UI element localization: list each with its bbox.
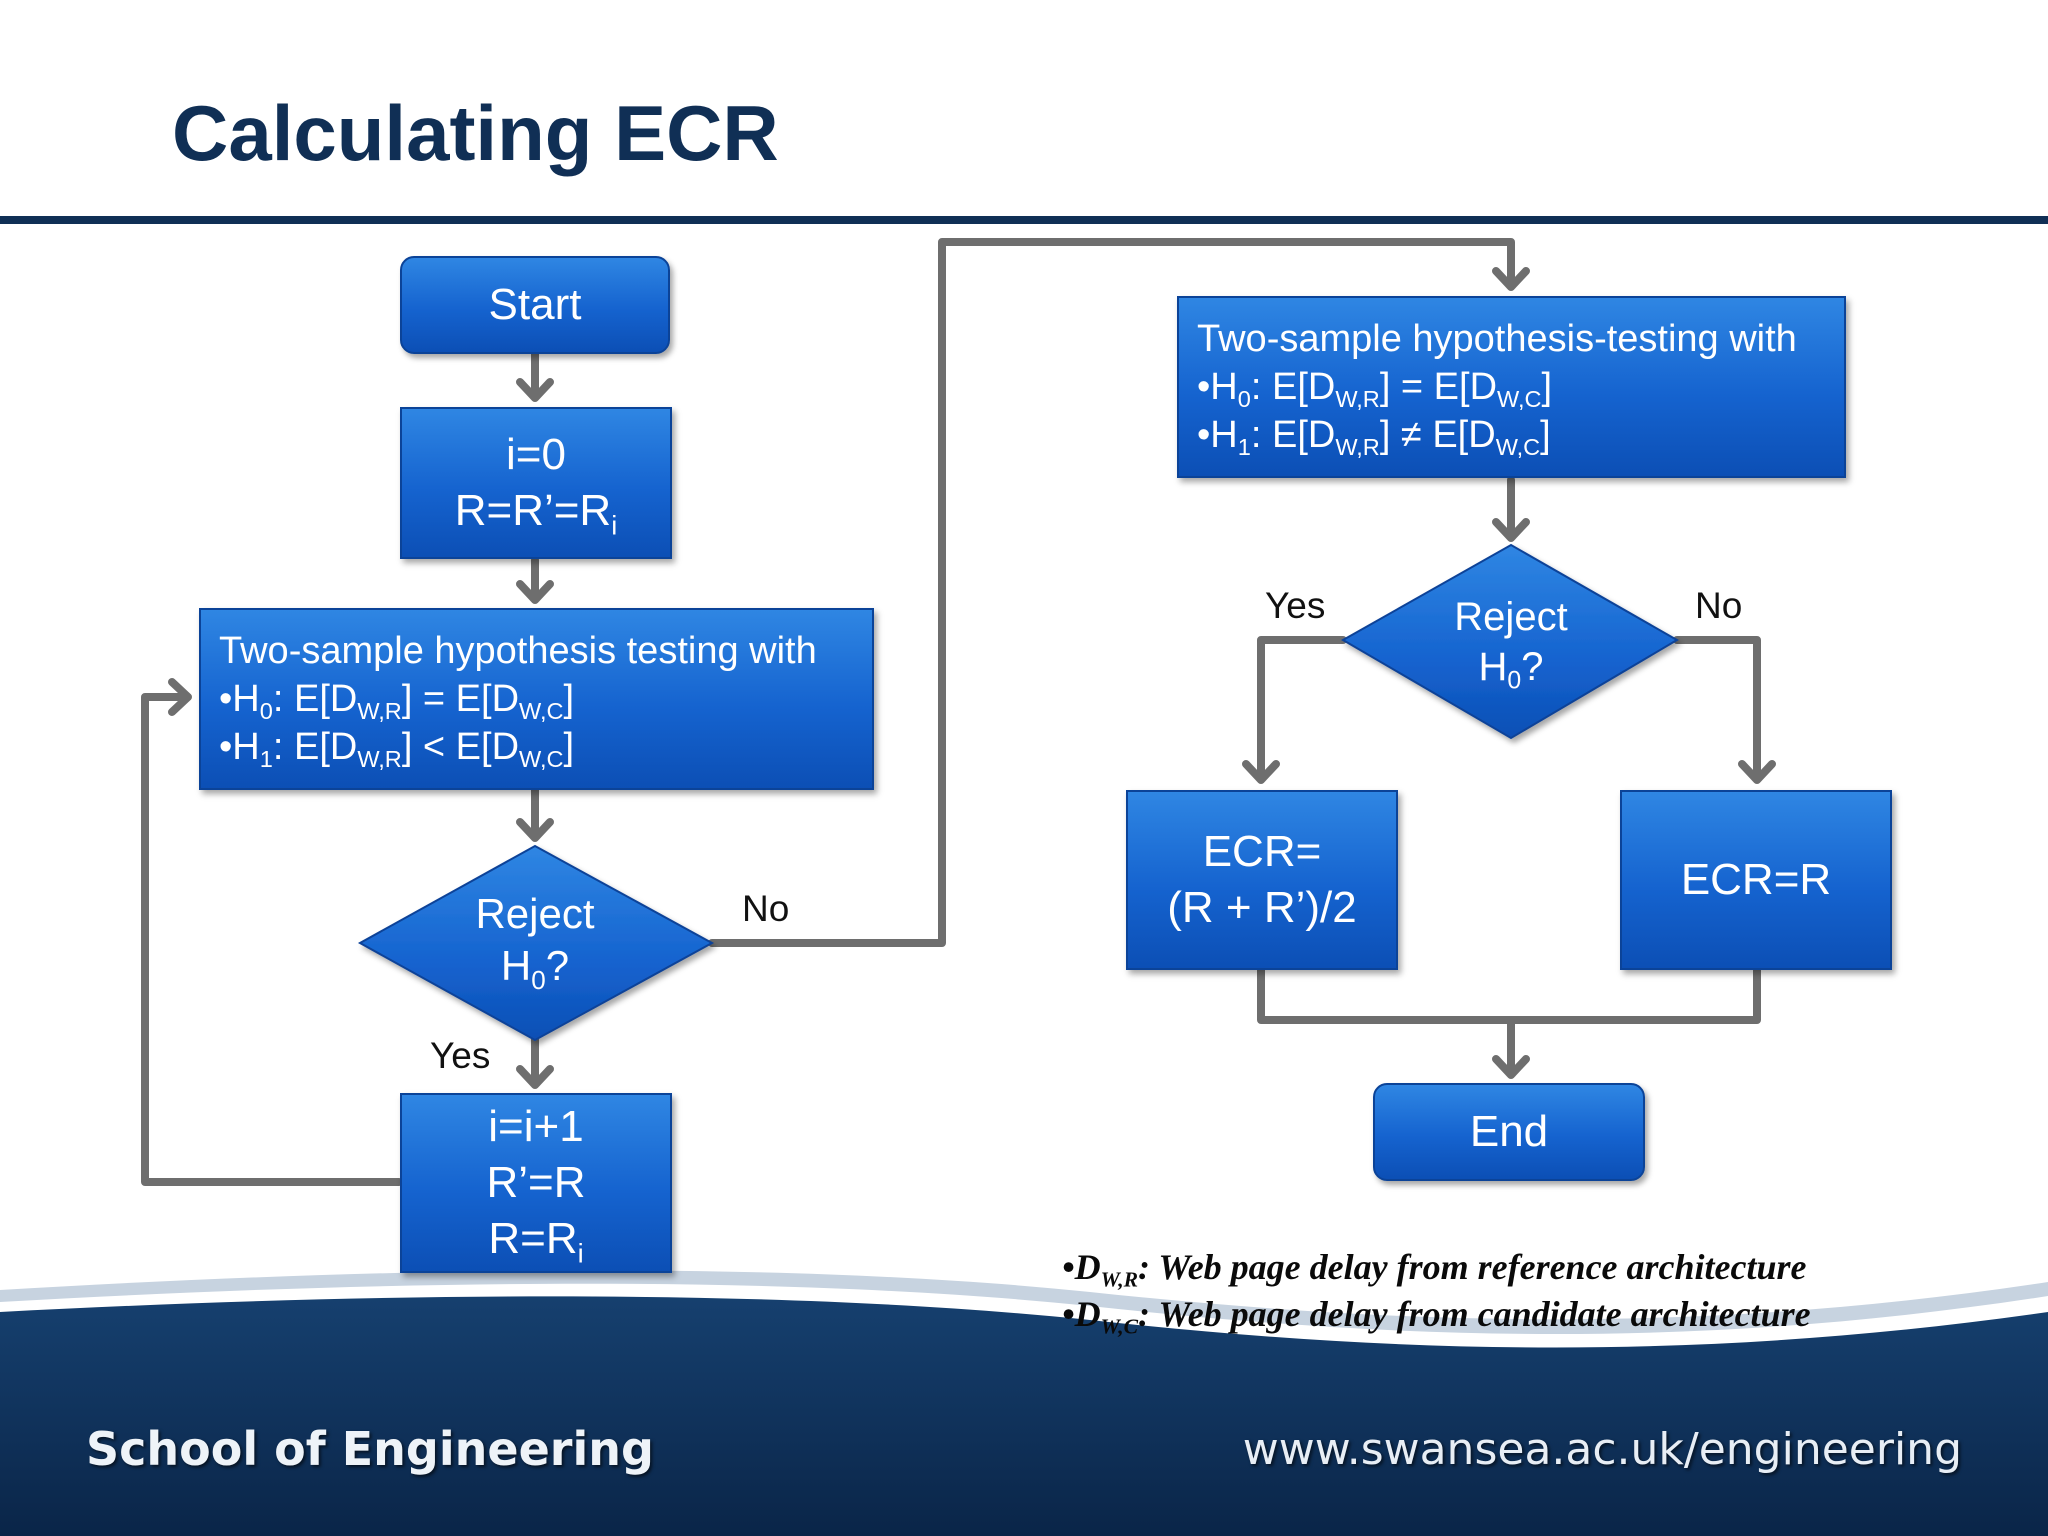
hypothesis-test-one-sided: Two-sample hypothesis testing with •H0: … (199, 608, 874, 790)
ecr-average-line2: (R + R’)/2 (1167, 883, 1357, 932)
init-node: i=0 R=R’=Ri (400, 407, 672, 559)
start-label: Start (488, 280, 582, 329)
decision-right-text: Reject H0? (1381, 592, 1641, 695)
increment-node: i=i+1 R’=R R=Ri (400, 1093, 672, 1273)
decision-left-text: Reject H0? (395, 888, 675, 996)
connector-start-init (516, 350, 554, 402)
footnotes: •DW,R: Web page delay from reference arc… (1062, 1244, 1811, 1338)
connector-no-to-test2 (708, 238, 1530, 947)
footnote-dwc: •DW,C: Web page delay from candidate arc… (1062, 1294, 1811, 1339)
test2-heading: Two-sample hypothesis-testing with (1197, 318, 1797, 360)
connector-no-ecr (1673, 636, 1776, 784)
increment-line1: i=i+1 (488, 1102, 584, 1151)
footer-school-name: School of Engineering (86, 1422, 654, 1476)
init-line2: R=R’=Ri (454, 486, 618, 541)
ecr-r-label: ECR=R (1680, 855, 1832, 904)
connector-yes-ecr (1242, 636, 1347, 784)
decision-diamond-right (1340, 543, 1679, 740)
hypothesis-test-two-sided: Two-sample hypothesis-testing with •H0: … (1177, 296, 1846, 478)
test1-heading: Two-sample hypothesis testing with (219, 630, 817, 672)
test2-h1: •H1: E[DW,R] ≠ E[DW,C] (1197, 414, 1551, 461)
label-yes-left: Yes (430, 1035, 491, 1076)
end-label: End (1469, 1107, 1549, 1156)
footer-url[interactable]: www.swansea.ac.uk/engineering (1242, 1424, 1962, 1475)
connector-merge-end (1257, 966, 1761, 1079)
ecr-r-node: ECR=R (1620, 790, 1892, 970)
label-no-right: No (1695, 585, 1743, 626)
connector-loop-back (141, 678, 403, 1186)
slide-title: Calculating ECR (172, 89, 779, 177)
label-yes-right: Yes (1265, 585, 1326, 626)
ecr-average-line1: ECR= (1202, 827, 1322, 876)
connector-test2-decision (1492, 476, 1530, 542)
decision-left-line1: Reject (475, 890, 595, 937)
connector-decision-increment (516, 1034, 554, 1089)
title-rule (0, 216, 2048, 224)
connector-test1-decision (516, 786, 554, 842)
decision-left-line2: H0? (500, 942, 570, 996)
start-node: Start (400, 256, 670, 354)
footer-band (0, 1270, 2048, 1536)
decision-right-line2: H0? (1478, 645, 1544, 695)
increment-line3: R=Ri (488, 1214, 584, 1269)
footnote-dwr: •DW,R: Web page delay from reference arc… (1062, 1247, 1807, 1292)
test2-h0: •H0: E[DW,R] = E[DW,C] (1197, 366, 1553, 413)
connector-init-test1 (516, 556, 554, 604)
test1-h1: •H1: E[DW,R] < E[DW,C] (219, 726, 575, 773)
decision-diamond-left (357, 844, 715, 1042)
label-no-left: No (742, 888, 790, 929)
decision-right-line1: Reject (1454, 595, 1568, 639)
ecr-average-node: ECR= (R + R’)/2 (1126, 790, 1398, 970)
init-line1: i=0 (506, 430, 566, 479)
end-node: End (1373, 1083, 1645, 1181)
test1-h0: •H0: E[DW,R] = E[DW,C] (219, 678, 575, 725)
increment-line2: R’=R (486, 1158, 586, 1207)
